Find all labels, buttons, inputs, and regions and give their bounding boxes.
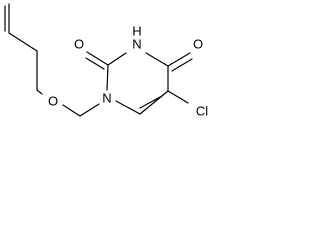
c2-carbonyl-bond-inner (85, 57, 105, 70)
ch2-n-bond (79, 103, 100, 117)
chlorine-label: Cl (196, 104, 208, 119)
allyl-ch-bond (8, 32, 38, 52)
c4-oxygen-label: O (193, 37, 203, 52)
n3-hydrogen-label: H (132, 24, 141, 39)
o-ch2-bond (62, 104, 81, 117)
ring-nitrogen-n1-label: N (102, 91, 111, 106)
n1-c2-bond (106, 64, 109, 91)
c6-n1-bond (115, 100, 141, 115)
ether-oxygen-label: O (48, 94, 58, 109)
c5-chlorine-bond (167, 90, 189, 104)
uracil-structure-diagram: O N O H N O Cl (4, 3, 208, 119)
ring-nitrogen-n3-label: N (132, 37, 141, 52)
c2-oxygen-label: O (74, 37, 84, 52)
c5-c6-double-inner (139, 95, 163, 109)
c2-carbonyl-bond-outer (86, 51, 109, 66)
ch2-o-bond (36, 89, 43, 95)
c2-n3-bond (107, 52, 127, 66)
c5-c6-bond (139, 90, 169, 115)
c4-carbonyl-bond-inner (171, 58, 193, 72)
n3-c4-bond (145, 52, 169, 67)
c4-carbonyl-bond-outer (167, 52, 191, 67)
